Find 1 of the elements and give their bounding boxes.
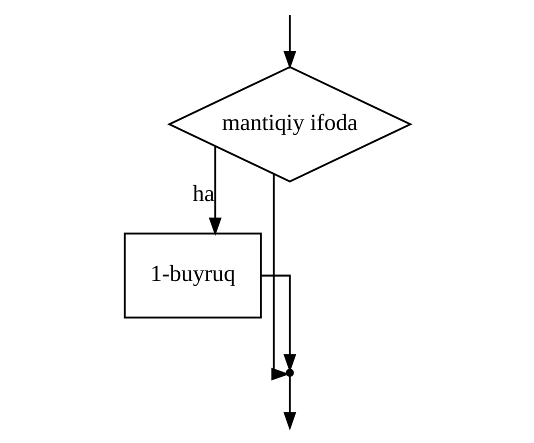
edge-label: ha	[192, 181, 214, 208]
